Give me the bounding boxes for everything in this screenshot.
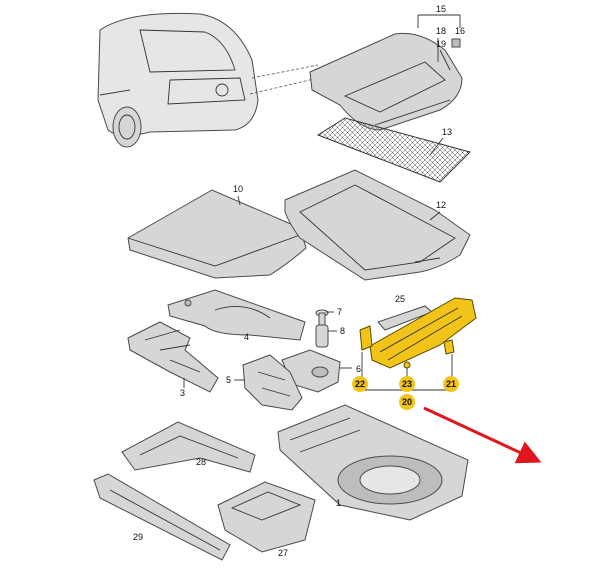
label-7: 7 bbox=[337, 307, 342, 317]
part-3-side-tray bbox=[127, 321, 219, 393]
part-16-clip bbox=[451, 38, 461, 48]
part-29-rail bbox=[93, 473, 231, 561]
label-5: 5 bbox=[226, 375, 231, 385]
label-28: 28 bbox=[196, 457, 206, 467]
part-28-bracket bbox=[121, 421, 256, 473]
label-13: 13 bbox=[442, 127, 452, 137]
svg-text:21: 21 bbox=[446, 379, 456, 389]
badge-23: 23 bbox=[399, 376, 415, 392]
part-15-parcel-shelf bbox=[309, 32, 463, 131]
part-13-cargo-net bbox=[316, 117, 471, 183]
badge-22: 22 bbox=[352, 376, 368, 392]
car-rear-icon bbox=[97, 12, 259, 148]
svg-text:23: 23 bbox=[402, 379, 412, 389]
label-25: 25 bbox=[395, 294, 405, 304]
label-6: 6 bbox=[356, 364, 361, 374]
label-1: 1 bbox=[336, 498, 341, 508]
label-10: 10 bbox=[233, 184, 243, 194]
svg-text:20: 20 bbox=[402, 397, 412, 407]
label-18: 18 bbox=[436, 26, 446, 36]
part-5-foam-insert bbox=[242, 354, 303, 411]
part-12-boot-mat bbox=[284, 169, 471, 281]
label-3: 3 bbox=[180, 388, 185, 398]
part-20-loading-sill-trim bbox=[359, 297, 477, 369]
label-4: 4 bbox=[244, 332, 249, 342]
label-29: 29 bbox=[133, 532, 143, 542]
red-arrow-icon bbox=[423, 406, 542, 464]
label-12: 12 bbox=[436, 200, 446, 210]
label-19: 19 bbox=[436, 39, 446, 49]
label-27: 27 bbox=[278, 548, 288, 558]
badge-21: 21 bbox=[443, 376, 459, 392]
label-15: 15 bbox=[436, 4, 446, 14]
part-27-storage-box bbox=[217, 481, 316, 553]
label-8: 8 bbox=[340, 326, 345, 336]
svg-text:22: 22 bbox=[355, 379, 365, 389]
badge-20: 20 bbox=[399, 394, 415, 410]
part-10-floor-panel bbox=[127, 189, 307, 279]
label-16: 16 bbox=[455, 26, 465, 36]
part-8-holder bbox=[315, 324, 329, 348]
part-1-spare-wheel-well bbox=[277, 404, 469, 521]
part-4-floor-insert bbox=[167, 289, 306, 341]
